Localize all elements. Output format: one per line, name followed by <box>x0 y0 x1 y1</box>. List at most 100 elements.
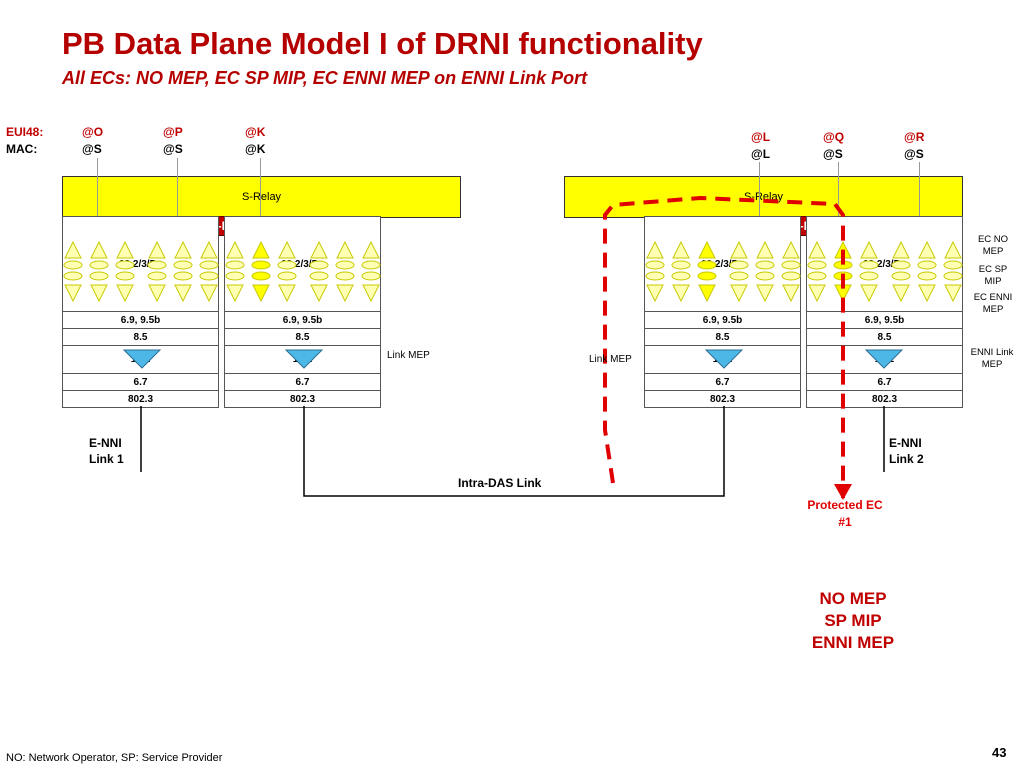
summary-text: NO MEP SP MIP ENNI MEP <box>811 589 895 652</box>
mip-ellipse <box>781 271 801 281</box>
mip-ellipse <box>63 271 83 281</box>
mip-down-triangle <box>860 284 878 303</box>
mip-ellipse <box>225 271 245 281</box>
enni-link-1-label: E-NNI Link 1 <box>89 436 124 466</box>
left-bridge-port-1: 19.2/3/5 6.9, 9.5b 8.5 19.1 6.7 802.3 <box>62 216 219 408</box>
mip-down-triangle <box>200 284 218 303</box>
mip-ellipse <box>361 260 381 270</box>
left-link-mep-label: Link MEP <box>387 350 430 361</box>
port-row-2: 8.5 <box>225 328 380 345</box>
addr-line <box>97 158 98 230</box>
mip-up-triangle <box>116 240 134 259</box>
left-s-relay-label: S-Relay <box>241 191 282 203</box>
left-mac-1: @S <box>163 142 183 156</box>
left-eui48-1: @P <box>163 125 183 139</box>
port-row-4: 6.7 <box>225 373 380 390</box>
left-eui48-0: @O <box>82 125 104 139</box>
port-row-5: 802.3 <box>645 390 800 407</box>
mip-ellipse <box>173 260 193 270</box>
right-link-mep-label: Link MEP <box>589 354 632 365</box>
port-row-4: 6.7 <box>645 373 800 390</box>
mip-ellipse <box>891 260 911 270</box>
left-bridge-port-2: 19.2/3/5 6.9, 9.5b 8.5 19.1 6.7 802.3 <box>224 216 381 408</box>
mip-up-triangle <box>698 240 716 259</box>
legend-enni-link-mep: ENNI Link MEP <box>970 347 1014 370</box>
mip-down-triangle <box>116 284 134 303</box>
mip-ellipse <box>671 260 691 270</box>
mip-down-triangle <box>148 284 166 303</box>
mip-down-triangle <box>252 284 270 303</box>
mip-up-triangle <box>860 240 878 259</box>
mip-down-triangle <box>918 284 936 303</box>
mip-up-triangle <box>782 240 800 259</box>
mip-up-triangle <box>944 240 962 259</box>
mip-ellipse <box>251 271 271 281</box>
mip-ellipse <box>173 271 193 281</box>
port-row-1: 6.9, 9.5b <box>63 311 218 328</box>
mip-up-triangle <box>174 240 192 259</box>
mip-ellipse <box>755 260 775 270</box>
mip-ellipse <box>671 271 691 281</box>
mip-ellipse <box>147 260 167 270</box>
mip-ellipse <box>115 260 135 270</box>
addr-line <box>177 158 178 230</box>
mip-up-triangle <box>200 240 218 259</box>
slide-title: PB Data Plane Model I of DRNI functional… <box>62 26 703 61</box>
mip-up-triangle <box>892 240 910 259</box>
right-eui48-0: @L <box>751 130 771 144</box>
mip-ellipse <box>645 271 665 281</box>
legend-ec-sp-mip: EC SP MIP <box>978 264 1008 287</box>
mip-ellipse <box>943 271 963 281</box>
mip-down-triangle <box>310 284 328 303</box>
right-port2-mep-triangle <box>864 349 904 369</box>
mip-mep-symbols <box>63 240 963 303</box>
port-row-5: 802.3 <box>225 390 380 407</box>
right-eui48-1: @Q <box>823 130 845 144</box>
mip-up-triangle <box>362 240 380 259</box>
mip-up-triangle <box>756 240 774 259</box>
footnote: NO: Network Operator, SP: Service Provid… <box>6 752 223 764</box>
stack-label: 19.2/3/5 <box>863 259 900 270</box>
right-bridge-port-1: 19.2/3/5 6.9, 9.5b 8.5 19.1 6.7 802.3 <box>644 216 801 408</box>
mip-up-triangle <box>90 240 108 259</box>
link-mep-triangles <box>122 349 904 369</box>
mip-down-triangle <box>226 284 244 303</box>
mip-down-triangle <box>756 284 774 303</box>
addr-line <box>759 162 760 230</box>
protected-ec-label: Protected EC #1 <box>807 498 883 529</box>
intra-das-link-line <box>303 406 725 497</box>
mip-ellipse <box>63 260 83 270</box>
mip-ellipse <box>943 260 963 270</box>
mac-label: MAC: <box>6 142 38 156</box>
left-port1-mep-triangle <box>122 349 162 369</box>
stack-label: 19.2/3/5 <box>281 259 318 270</box>
mip-down-triangle <box>672 284 690 303</box>
legend-ec-no-mep: EC NO MEP <box>977 234 1009 257</box>
mip-down-triangle <box>174 284 192 303</box>
mip-down-triangle <box>944 284 962 303</box>
mip-ellipse <box>199 271 219 281</box>
mip-up-triangle <box>64 240 82 259</box>
stack-label: 19.2/3/5 <box>119 259 156 270</box>
mip-ellipse <box>645 260 665 270</box>
mip-up-triangle <box>918 240 936 259</box>
mip-ellipse <box>335 260 355 270</box>
page-number: 43 <box>992 745 1007 760</box>
right-mac-1: @S <box>823 147 843 161</box>
mip-ellipse <box>807 260 827 270</box>
stack-label: 19.2/3/5 <box>701 259 738 270</box>
port-row-1: 6.9, 9.5b <box>645 311 800 328</box>
right-port1-mep-triangle <box>704 349 744 369</box>
port-row-2: 8.5 <box>807 328 962 345</box>
protected-ec-path <box>603 195 845 498</box>
mip-down-triangle <box>278 284 296 303</box>
mip-ellipse <box>309 260 329 270</box>
mip-ellipse <box>859 271 879 281</box>
mip-ellipse <box>225 260 245 270</box>
intra-das-link-label: Intra-DAS Link <box>458 476 542 490</box>
enni-link-2-label: E-NNI Link 2 <box>889 436 924 466</box>
port-row-2: 8.5 <box>63 328 218 345</box>
port-row-1: 6.9, 9.5b <box>807 311 962 328</box>
mip-ellipse <box>729 271 749 281</box>
